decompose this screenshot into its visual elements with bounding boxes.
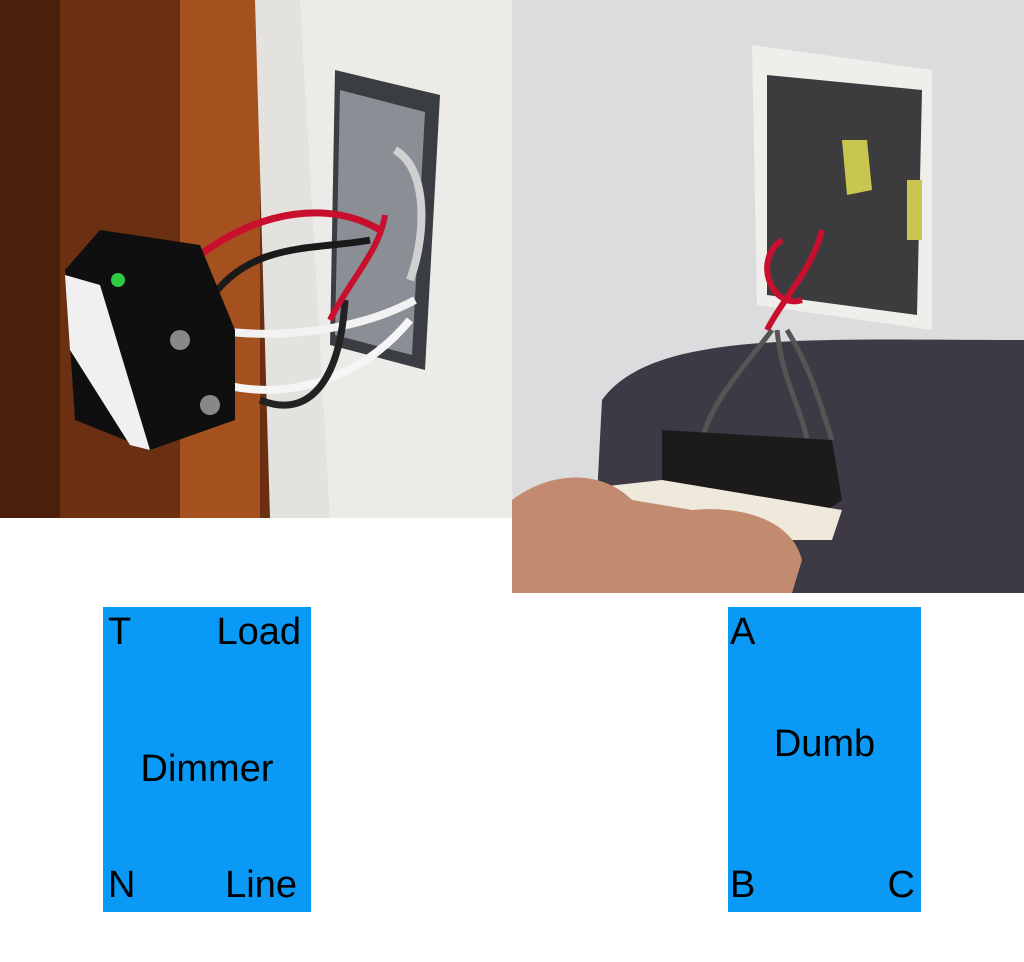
terminal-label-n: N xyxy=(108,864,136,906)
diagram-title-dimmer: Dimmer xyxy=(140,748,274,790)
diagram-title-dumb: Dumb xyxy=(773,723,876,765)
terminal-label-t: T xyxy=(108,611,132,653)
dimmer-terminal-diagram: T Load Dimmer N Line xyxy=(103,607,311,912)
dumb-switch-terminal-diagram: A Dumb B C xyxy=(728,607,921,912)
terminal-label-line: Line xyxy=(225,864,297,906)
dumb-switch-photo xyxy=(512,0,1024,593)
terminal-label-c: C xyxy=(887,864,915,906)
dimmer-switch-photo xyxy=(0,0,527,518)
terminal-label-load: Load xyxy=(216,611,301,653)
terminal-label-b: B xyxy=(730,864,756,906)
terminal-label-a: A xyxy=(730,611,756,653)
